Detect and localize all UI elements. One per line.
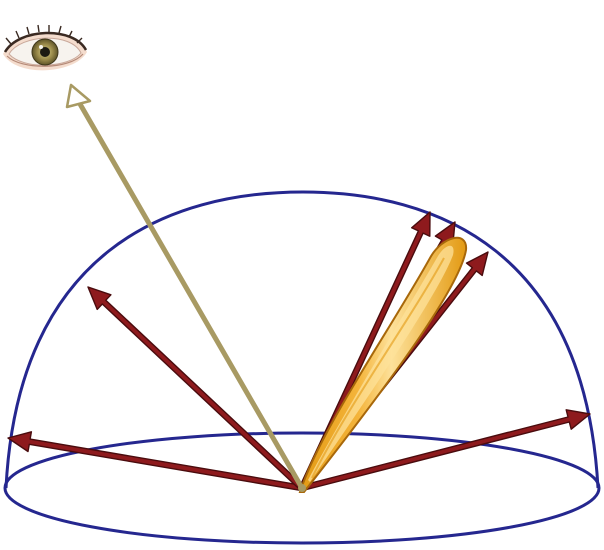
specular-lobe <box>298 236 468 493</box>
reflected-ray-left-upper <box>87 286 305 491</box>
hemisphere-dome-outline <box>4 190 600 489</box>
eye-pupil <box>40 47 50 57</box>
reflected-ray-left-horizontal <box>7 431 304 492</box>
eye-lashes <box>5 24 83 45</box>
view-ray-arrowhead <box>65 83 92 109</box>
reflected-ray-specular-1 <box>298 211 431 490</box>
eye-icon <box>3 24 88 71</box>
hemisphere-base-ellipse <box>3 431 601 545</box>
reflected-ray-right-horizontal <box>300 409 591 492</box>
eye-lower-lid <box>6 53 84 67</box>
eye-upper-lid <box>3 31 88 53</box>
surface-point <box>298 484 306 492</box>
view-ray-shaft <box>77 102 305 490</box>
hemisphere <box>3 190 601 545</box>
view-direction-arrow <box>65 83 305 490</box>
specular-lobe-inner-shade <box>311 257 445 479</box>
eye-glint <box>39 45 43 49</box>
